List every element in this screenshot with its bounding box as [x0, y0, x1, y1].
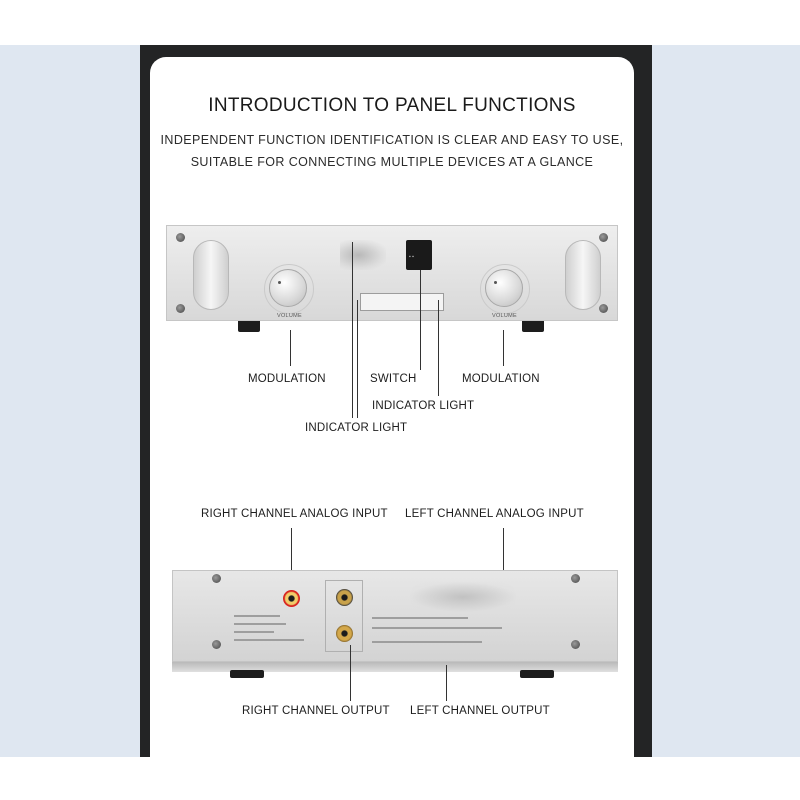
spec-text-line	[372, 617, 468, 619]
screw-icon	[571, 640, 580, 649]
callout-modulation-left: MODULATION	[248, 373, 326, 385]
knob-right-label: VOLUME	[492, 313, 518, 319]
screw-icon	[212, 640, 221, 649]
device-foot	[238, 318, 260, 332]
spec-text-line	[234, 631, 274, 633]
callout-line	[438, 300, 439, 396]
callout-line	[503, 330, 504, 366]
device-foot	[522, 318, 544, 332]
callout-modulation-right: MODULATION	[462, 373, 540, 385]
page-title: INTRODUCTION TO PANEL FUNCTIONS	[208, 95, 576, 116]
indicator-light-icon	[340, 240, 386, 270]
screw-icon	[176, 304, 185, 313]
callout-indicator-light-right: INDICATOR LIGHT	[372, 400, 475, 412]
callout-right-channel-analog-input: RIGHT CHANNEL ANALOG INPUT	[201, 508, 388, 520]
volume-knob-left[interactable]	[269, 269, 307, 307]
side-stripe-right	[652, 45, 800, 757]
spec-text-line	[234, 623, 286, 625]
spec-text-line	[372, 641, 482, 643]
spec-text-line	[372, 627, 502, 629]
callout-line	[503, 528, 504, 570]
knob-indicator-icon	[278, 281, 281, 284]
device-foot	[230, 670, 264, 678]
screw-icon	[571, 574, 580, 583]
callout-line	[352, 242, 353, 418]
callout-right-channel-output: RIGHT CHANNEL OUTPUT	[242, 705, 390, 717]
rca-input-right-icon[interactable]	[283, 590, 300, 607]
screw-icon	[599, 233, 608, 242]
callout-line	[291, 528, 292, 574]
front-handle-left	[193, 240, 229, 310]
callout-line	[350, 645, 351, 701]
subtitle-line-2: SUITABLE FOR CONNECTING MULTIPLE DEVICES…	[190, 155, 594, 169]
callout-power-switch: SWITCH	[370, 373, 417, 385]
callout-line	[357, 300, 358, 418]
front-display-window	[360, 293, 444, 311]
spec-text-line	[234, 615, 280, 617]
subtitle-line-1: INDEPENDENT FUNCTION IDENTIFICATION IS C…	[160, 133, 624, 147]
device-foot	[520, 670, 554, 678]
amplifier-base	[172, 662, 618, 672]
callout-line	[446, 665, 447, 701]
output-connector-panel	[325, 580, 363, 652]
callout-indicator-light-bottom: INDICATOR LIGHT	[305, 422, 408, 434]
knob-ring	[264, 264, 314, 314]
callout-left-channel-output: LEFT CHANNEL OUTPUT	[410, 705, 550, 717]
screw-icon	[599, 304, 608, 313]
knob-ring	[480, 264, 530, 314]
rca-output-icon[interactable]	[336, 625, 353, 642]
knob-indicator-icon	[494, 281, 497, 284]
knob-left-label: VOLUME	[277, 313, 303, 319]
brand-logo	[410, 582, 516, 612]
screw-icon	[212, 574, 221, 583]
screw-icon	[176, 233, 185, 242]
spec-text-line	[234, 639, 304, 641]
callout-left-channel-analog-input: LEFT CHANNEL ANALOG INPUT	[405, 508, 584, 520]
side-stripe-left	[0, 45, 140, 757]
power-switch[interactable]: ▪ ▪	[406, 240, 432, 270]
callout-line	[420, 270, 421, 370]
front-handle-right	[565, 240, 601, 310]
rca-input-left-icon[interactable]	[336, 589, 353, 606]
switch-mark-icon: ▪ ▪	[409, 254, 414, 260]
callout-line	[290, 330, 291, 366]
volume-knob-right[interactable]	[485, 269, 523, 307]
